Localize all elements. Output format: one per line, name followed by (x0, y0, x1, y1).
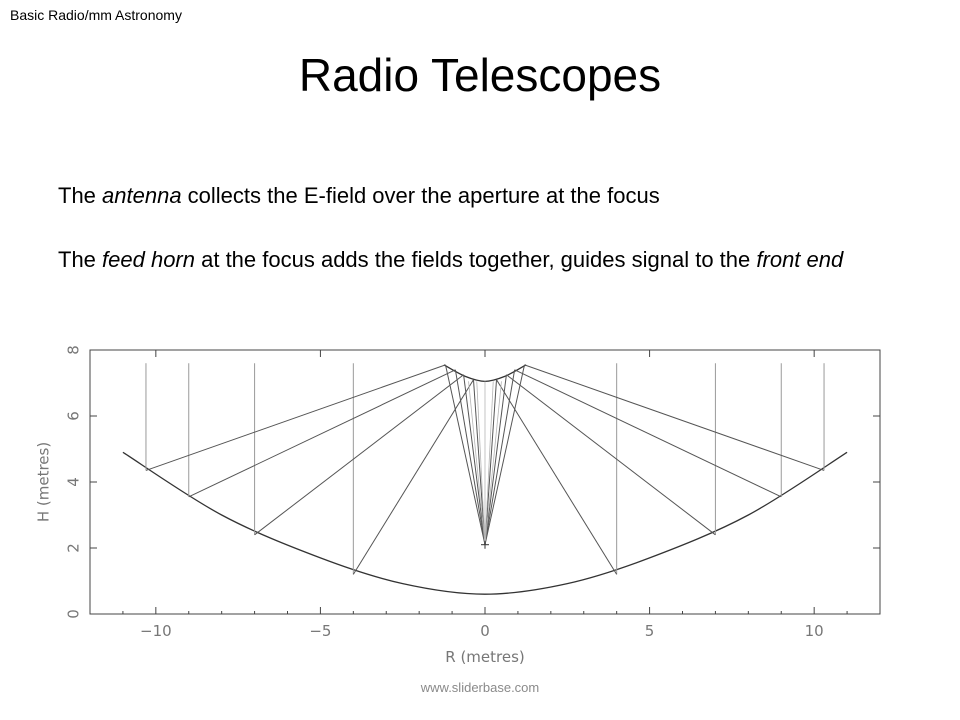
paragraph-text: The (58, 247, 103, 272)
telescope-ray-diagram: −10 −5 0 5 10 0 2 4 6 8 R (metres) H (metres) (35, 345, 881, 666)
x-axis-title: R (metres) (445, 648, 525, 666)
x-tick-label: 10 (805, 622, 824, 640)
paragraph-text: at the focus adds the fields together, g… (195, 247, 757, 272)
y-tick-label: 6 (65, 411, 83, 421)
reflected-ray (496, 379, 618, 575)
x-tick-label: −5 (309, 622, 331, 640)
focused-ray (472, 379, 486, 545)
paragraph-text: collects the E-field over the aperture a… (181, 183, 660, 208)
paragraph-feed-horn: The feed horn at the focus adds the fiel… (58, 245, 878, 275)
reflected-ray (514, 369, 782, 498)
reflected-ray (188, 369, 456, 498)
focused-ray (463, 374, 486, 545)
reflected-ray (506, 374, 716, 536)
focused-ray (484, 379, 498, 545)
emphasis-text: front end (756, 247, 844, 272)
x-tick-label: 5 (645, 622, 655, 640)
footer-watermark: www.sliderbase.com (420, 680, 540, 695)
slide-title: Radio Telescopes (298, 49, 662, 101)
primary-dish-curve (122, 451, 848, 595)
x-tick-label: 0 (480, 622, 490, 640)
emphasis-text: feed horn (102, 247, 195, 272)
focused-ray (445, 364, 486, 545)
y-tick-label: 8 (65, 345, 83, 355)
y-tick-label: 2 (65, 543, 83, 553)
header-label: Basic Radio/mm Astronomy (10, 7, 182, 23)
focused-ray (484, 369, 516, 545)
faint-central-ray (484, 381, 502, 545)
reflected-ray (524, 364, 825, 471)
x-tick-label: −10 (140, 622, 172, 640)
emphasis-text: antenna (102, 183, 182, 208)
faint-central-ray (476, 381, 486, 545)
focused-ray (484, 364, 525, 545)
focused-ray (454, 369, 486, 545)
paragraph-antenna: The antenna collects the E-field over th… (58, 181, 660, 211)
faint-central-ray (484, 381, 494, 545)
reflected-ray (145, 364, 446, 471)
paragraph-text: The (58, 183, 103, 208)
reflected-ray (254, 374, 464, 536)
focused-ray (484, 374, 507, 545)
reflected-ray (352, 379, 474, 575)
y-tick-label: 4 (65, 477, 83, 487)
y-tick-label: 0 (65, 609, 83, 619)
faint-central-ray (468, 381, 486, 545)
y-axis-title: H (metres) (35, 442, 53, 522)
